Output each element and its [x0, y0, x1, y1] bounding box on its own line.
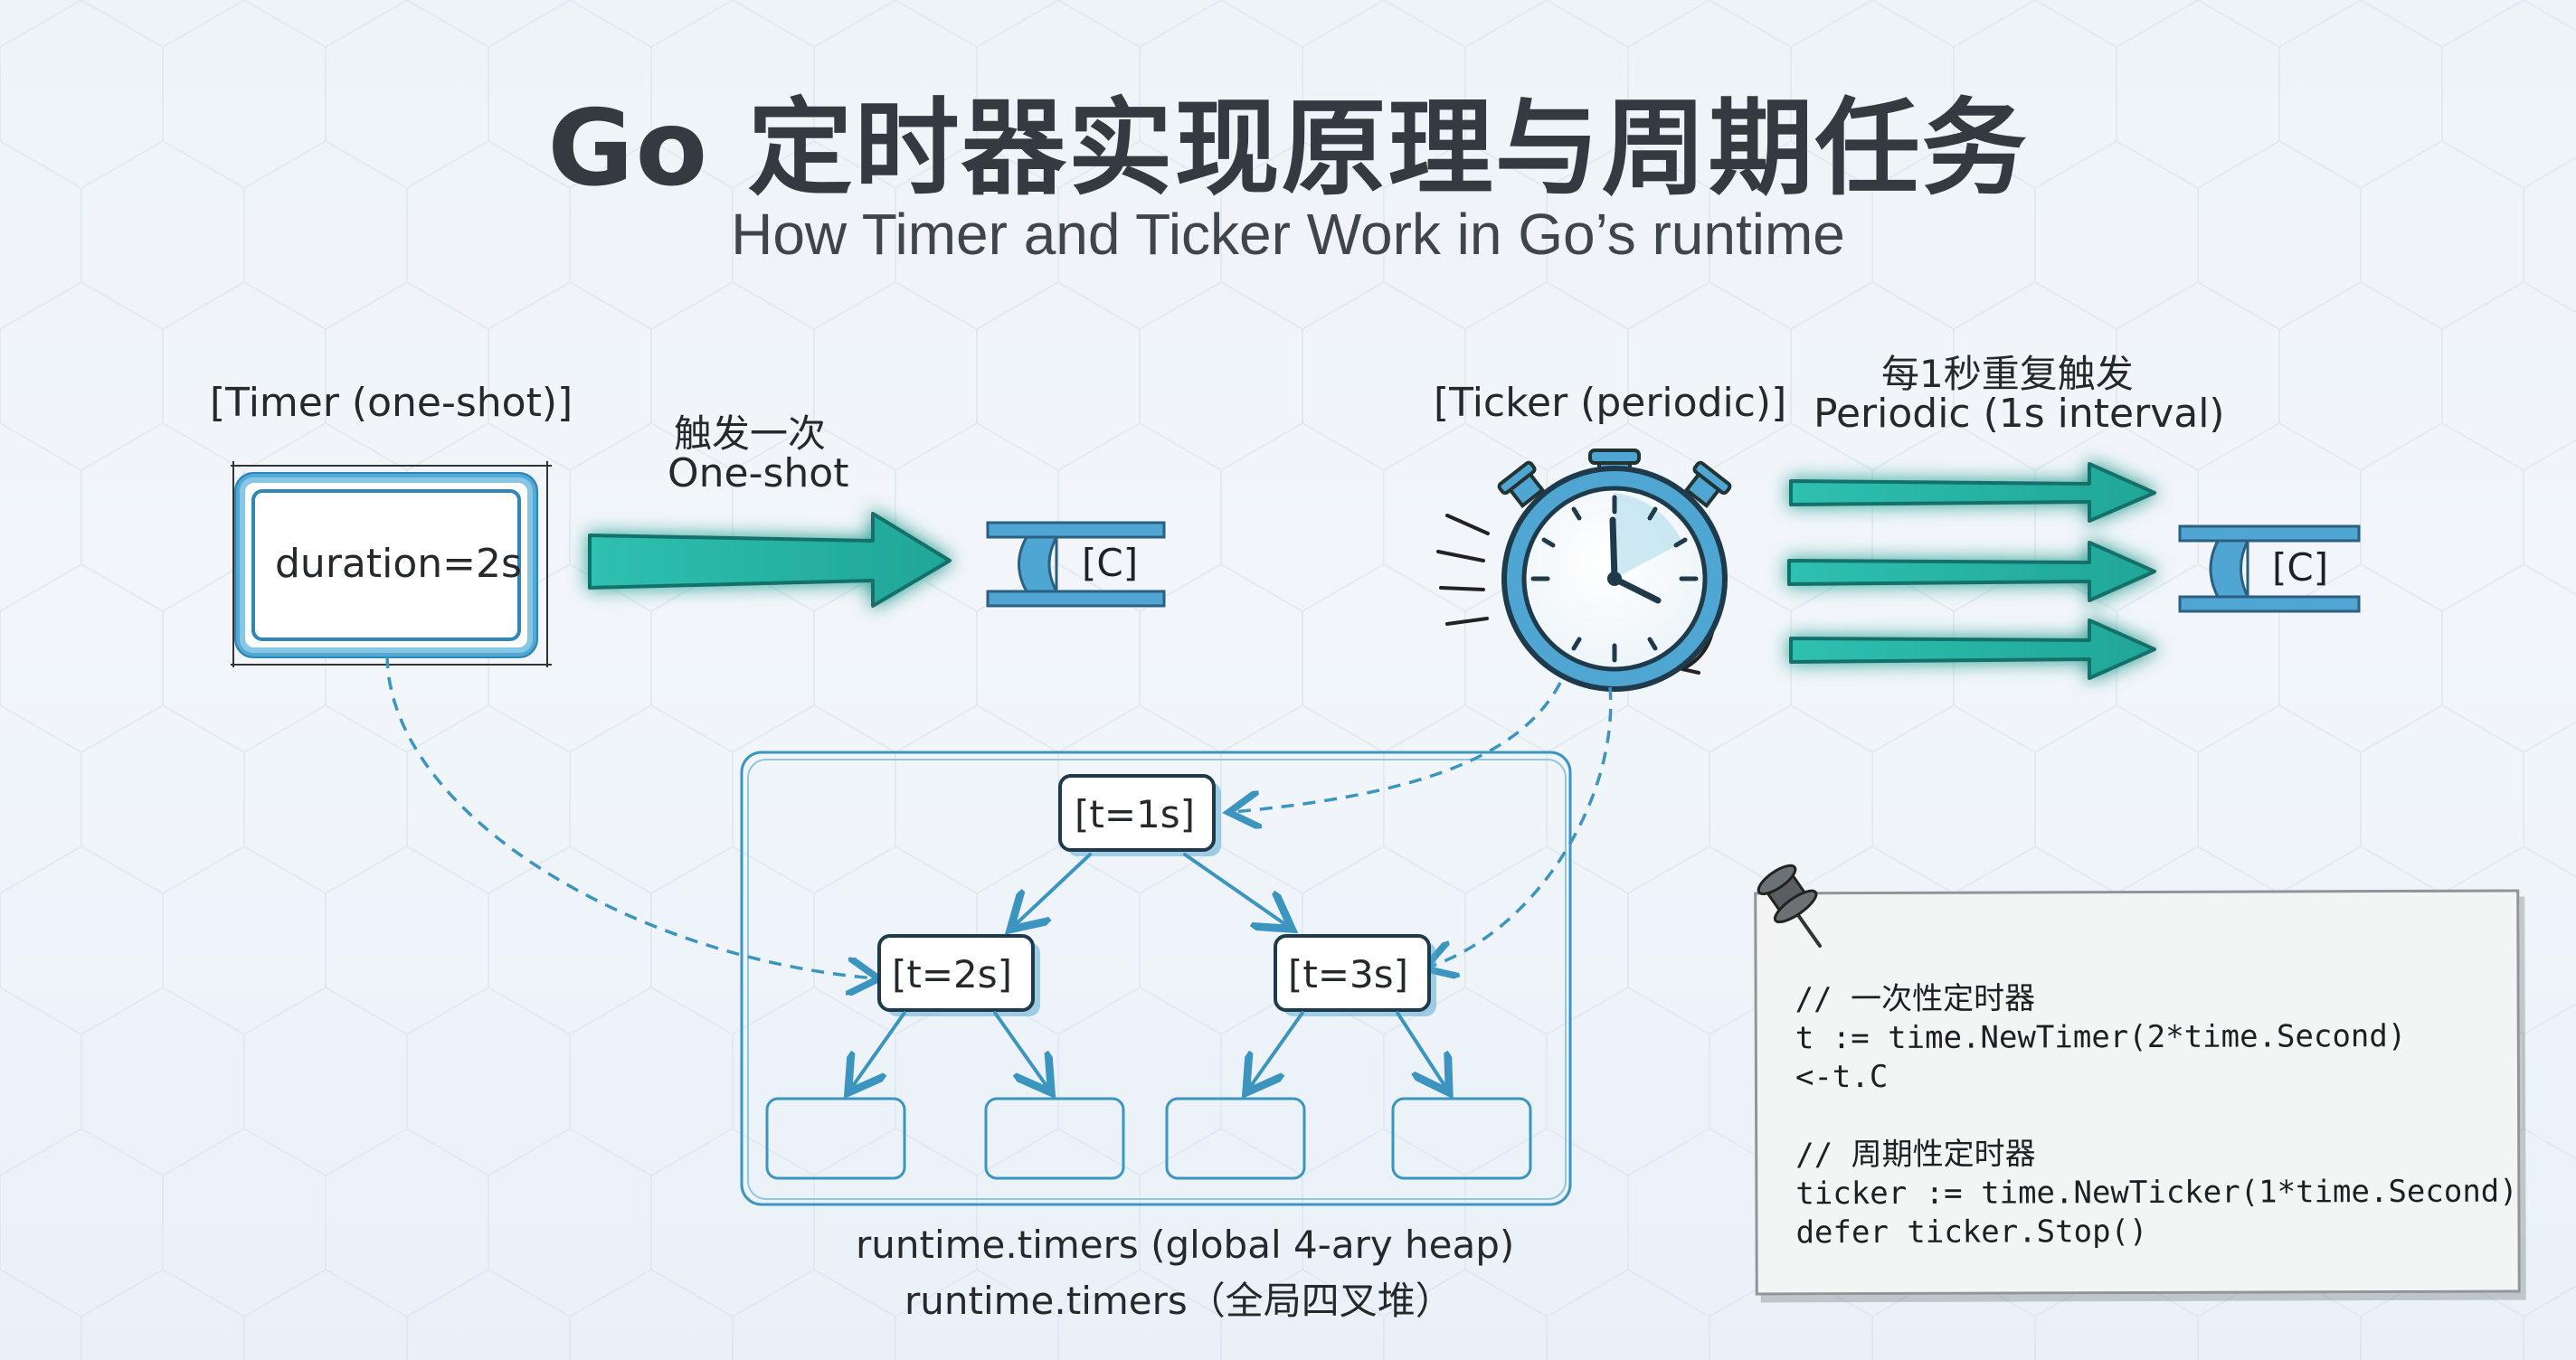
heap-node-right	[1274, 934, 1436, 1016]
code-line: ticker := time.NewTicker(1*time.Second)	[1795, 1173, 2518, 1213]
heap-container	[740, 751, 1572, 1206]
ticker-arrow-label-zh: 每1秒重复触发	[1881, 352, 2134, 396]
ticker-periodic-arrows	[1787, 462, 2156, 680]
page-subtitle: How Timer and Ticker Work in Go’s runtim…	[731, 202, 1845, 267]
heap-right-label: [t=3s]	[1288, 952, 1409, 996]
timer-arrow-label-en: One-shot	[668, 450, 849, 496]
ticker-channel	[2178, 524, 2361, 613]
code-line: // 一次性定时器	[1795, 980, 2036, 1018]
heap-caption-zh: runtime.timers（全局四叉堆）	[904, 1279, 1454, 1323]
code-line: <-t.C	[1795, 1058, 1889, 1096]
stopwatch-icon	[1436, 449, 1732, 692]
heap-caption-en: runtime.timers (global 4-ary heap)	[856, 1223, 1515, 1267]
timer-label: [Timer (one-shot)]	[210, 380, 573, 426]
timer-duration-text: duration=2s	[275, 541, 522, 587]
code-line: // 周期性定时器	[1795, 1136, 2036, 1174]
heap-leaf-nodes	[765, 1097, 1532, 1180]
ticker-channel-label: [C]	[2272, 545, 2329, 590]
timer-channel	[986, 521, 1166, 608]
timer-arrow-label-zh: 触发一次	[674, 411, 827, 456]
timer-oneshot-arrow	[588, 512, 952, 608]
heap-left-label: [t=2s]	[892, 952, 1013, 996]
heap-edges	[850, 853, 1447, 1090]
code-snippet: // 一次性定时器 t := time.NewTimer(2*time.Seco…	[1795, 978, 2518, 1253]
timer-channel-label: [C]	[1082, 541, 1139, 585]
ticker-label: [Ticker (periodic)]	[1434, 380, 1787, 426]
pushpin-icon	[1757, 864, 1822, 948]
ticker-to-right-connector	[1427, 686, 1613, 968]
timer-box	[231, 461, 552, 667]
code-line: defer ticker.Stop()	[1795, 1213, 2148, 1251]
heap-node-left	[877, 934, 1040, 1016]
ticker-arrow-label-en: Periodic (1s interval)	[1814, 391, 2225, 437]
page-title: Go 定时器实现原理与周期任务	[547, 88, 2029, 210]
heap-root-label: [t=1s]	[1075, 792, 1196, 836]
code-line: t := time.NewTimer(2*time.Second)	[1795, 1017, 2407, 1057]
heap-node-root	[1058, 774, 1221, 856]
code-snippet-card: // 一次性定时器 t := time.NewTimer(2*time.Seco…	[1754, 889, 2521, 1296]
ticker-to-root-connector	[1232, 682, 1562, 812]
timer-to-heap-connector	[385, 655, 876, 978]
